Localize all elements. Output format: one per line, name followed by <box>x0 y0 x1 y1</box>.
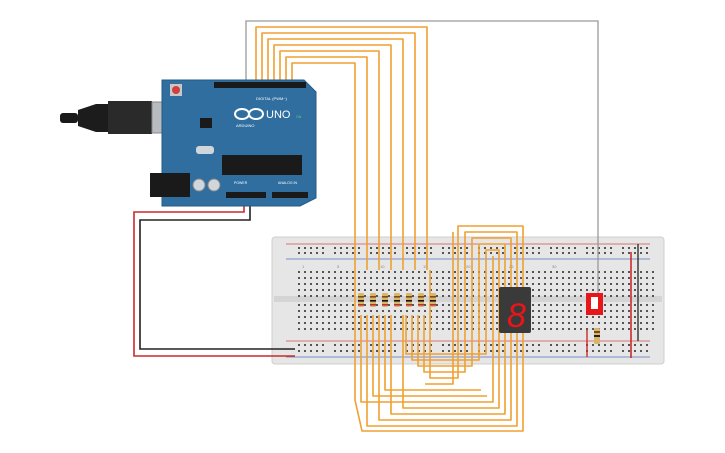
capacitor-1 <box>192 178 206 192</box>
dip-switch[interactable] <box>586 293 603 315</box>
resistor-array[interactable] <box>358 293 436 307</box>
wire-pin-7[interactable] <box>261 32 416 270</box>
wire-res-1[interactable] <box>366 231 518 427</box>
wire-pin-3[interactable] <box>285 56 368 270</box>
wire-pin-8[interactable] <box>255 26 428 270</box>
wire-pin-4[interactable] <box>279 50 380 270</box>
column-label-20: 20 <box>466 264 471 269</box>
arduino-logo-icon <box>234 108 264 120</box>
column-label-15: 15 <box>423 264 428 269</box>
arduino-uno-board[interactable]: DIGITAL (PWM~) UNO ARDUINO POWER ANALOG … <box>60 79 317 207</box>
atmega-chip <box>222 155 302 175</box>
resistor[interactable] <box>370 293 376 307</box>
power-jack <box>150 173 190 197</box>
pull-down-resistor[interactable] <box>594 328 600 344</box>
digital-header-label: DIGITAL (PWM~) <box>256 96 288 101</box>
breadboard-holes <box>298 247 654 352</box>
resistor[interactable] <box>358 293 364 307</box>
seven-segment-digit: 8 <box>507 297 526 335</box>
wire-res-6[interactable] <box>372 315 487 397</box>
breadboard[interactable]: 1 5 10 15 20 25 30 <box>271 236 665 365</box>
wire-5v[interactable] <box>133 198 295 357</box>
resistor[interactable] <box>418 293 424 307</box>
resistor[interactable] <box>382 293 388 307</box>
segment-wires[interactable] <box>255 26 524 432</box>
column-label-30: 30 <box>552 264 557 269</box>
wire-seg-a[interactable] <box>425 232 454 385</box>
column-label-1: 1 <box>302 264 305 269</box>
wire-pin-5[interactable] <box>273 44 392 270</box>
analog-header <box>272 192 308 198</box>
usb-cable <box>60 113 78 123</box>
wire-res-2[interactable] <box>378 237 512 421</box>
column-label-5: 5 <box>337 264 340 269</box>
resistor[interactable] <box>406 293 412 307</box>
brand-logo-text: ARDUINO <box>236 123 254 128</box>
wire-res-3[interactable] <box>390 243 506 415</box>
wire-res-4[interactable] <box>402 249 500 409</box>
analog-header-label: ANALOG IN <box>278 181 298 185</box>
resistor[interactable] <box>394 293 400 307</box>
wire-res-7[interactable] <box>384 315 481 391</box>
seven-segment-display[interactable]: 8 <box>499 287 531 335</box>
digital-header <box>214 82 306 88</box>
wire-pin-2[interactable] <box>291 62 524 432</box>
board-model-label: UNO <box>266 109 291 121</box>
power-header <box>226 192 266 198</box>
wire-switch-signal[interactable] <box>245 20 599 298</box>
resistor[interactable] <box>430 293 436 307</box>
power-header-label: POWER <box>234 181 248 185</box>
column-label-10: 10 <box>380 264 385 269</box>
on-led-label: ON <box>296 115 302 119</box>
wire-gnd[interactable] <box>139 198 295 350</box>
wire-res-5[interactable] <box>360 256 494 403</box>
capacitor-2 <box>207 178 221 192</box>
wire-pin-6[interactable] <box>267 38 404 270</box>
